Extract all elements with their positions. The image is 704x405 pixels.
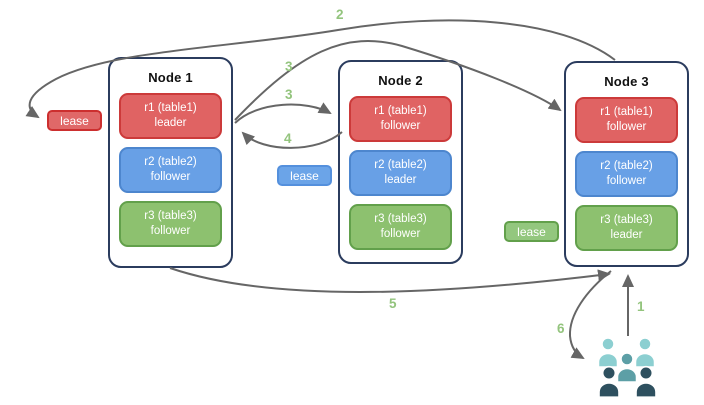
users-middle-person — [616, 352, 638, 383]
replica-name: r2 (table2) — [374, 159, 427, 172]
step-label-2: 2 — [336, 7, 344, 22]
users-icon — [597, 337, 657, 398]
node-2-replica-r1: r1 (table1) follower — [349, 96, 452, 142]
node-1: Node 1 r1 (table1) leader r2 (table2) fo… — [108, 57, 233, 268]
lease-tag-green: lease — [504, 221, 559, 242]
node-2: Node 2 r1 (table1) follower r2 (table2) … — [338, 60, 463, 264]
node-2-title: Node 2 — [378, 73, 423, 88]
node-1-replica-r2: r2 (table2) follower — [119, 147, 222, 193]
node-3: Node 3 r1 (table1) follower r2 (table2) … — [564, 61, 689, 267]
node-3-replica-r2: r2 (table2) follower — [575, 151, 678, 197]
node-2-replica-r2: r2 (table2) leader — [349, 150, 452, 196]
replica-name: r3 (table3) — [600, 214, 653, 227]
replica-name: r2 (table2) — [144, 156, 197, 169]
replica-role: leader — [384, 174, 417, 186]
replica-name: r2 (table2) — [600, 160, 653, 173]
arrow-step-3-to-node2 — [234, 102, 332, 124]
step-label-6: 6 — [557, 321, 565, 336]
replica-role: follower — [150, 225, 191, 237]
replica-role: leader — [154, 117, 187, 129]
users-back-row — [597, 337, 656, 368]
replica-name: r3 (table3) — [374, 213, 427, 226]
replica-role: leader — [610, 229, 643, 241]
node-3-title: Node 3 — [604, 74, 649, 89]
replica-role: follower — [380, 120, 421, 132]
node-3-replica-r1: r1 (table1) follower — [575, 97, 678, 143]
replica-name: r1 (table1) — [144, 102, 197, 115]
replica-name: r3 (table3) — [144, 210, 197, 223]
replica-role: follower — [380, 228, 421, 240]
node-1-replica-r1: r1 (table1) leader — [119, 93, 222, 139]
replica-name: r1 (table1) — [374, 105, 427, 118]
replica-name: r1 (table1) — [600, 106, 653, 119]
lease-tag-red: lease — [47, 110, 102, 131]
node-1-replica-r3: r3 (table3) follower — [119, 201, 222, 247]
arrow-step-6 — [568, 270, 612, 359]
step-label-3b: 3 — [285, 87, 293, 102]
lease-tag-blue: lease — [277, 165, 332, 186]
node-1-title: Node 1 — [148, 70, 193, 85]
arrow-step-4 — [241, 131, 343, 149]
step-label-5: 5 — [389, 296, 397, 311]
node-3-replica-r3: r3 (table3) leader — [575, 205, 678, 251]
step-label-1: 1 — [637, 299, 645, 314]
users-front-row — [598, 365, 657, 398]
replica-role: follower — [150, 171, 191, 183]
replica-role: follower — [606, 121, 647, 133]
arrow-step-5 — [169, 267, 611, 293]
replica-role: follower — [606, 175, 647, 187]
step-label-4: 4 — [284, 131, 292, 146]
step-label-3a: 3 — [285, 59, 293, 74]
node-2-replica-r3: r3 (table3) follower — [349, 204, 452, 250]
